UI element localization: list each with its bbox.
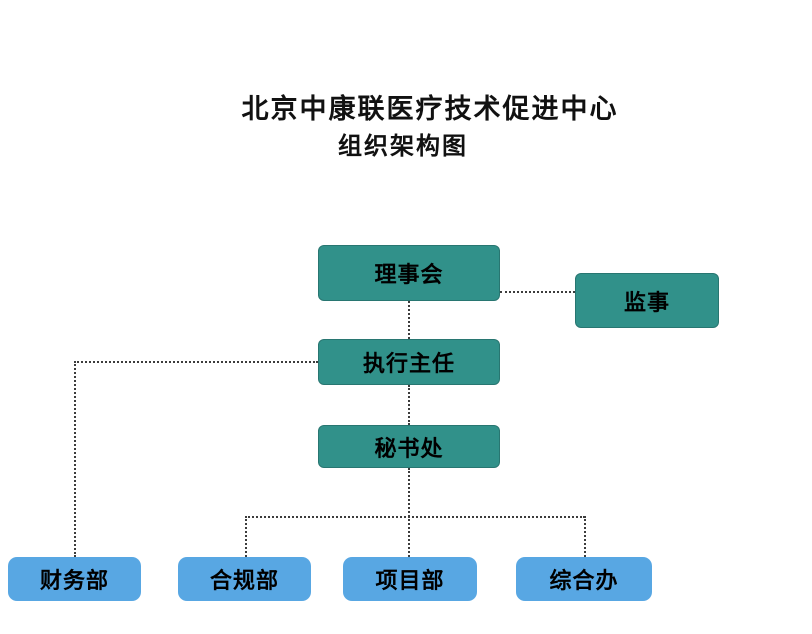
node-executive-director: 执行主任 [318, 339, 500, 385]
connector-bottom-rail [245, 516, 585, 518]
connector-secretariat-to-project [408, 468, 410, 557]
chart-title: 北京中康联医疗技术促进中心 组织架构图 [48, 92, 812, 162]
node-board-of-directors: 理事会 [318, 245, 500, 301]
node-finance-dept: 财务部 [8, 557, 141, 601]
node-general-office: 综合办 [516, 557, 652, 601]
node-project-dept: 项目部 [343, 557, 477, 601]
connector-down-to-finance [74, 361, 76, 557]
node-supervisor: 监事 [575, 273, 719, 328]
connector-executive-director-left-arm [74, 361, 318, 363]
node-secretariat: 秘书处 [318, 425, 500, 468]
chart-title-line1: 北京中康联医疗技术促进中心 [241, 94, 619, 124]
connector-executive-director-to-secretariat [408, 385, 410, 425]
connector-rail-to-general-office [584, 516, 586, 557]
connector-rail-to-compliance [245, 516, 247, 557]
chart-title-line2: 组织架构图 [338, 133, 468, 160]
node-compliance-dept: 合规部 [178, 557, 311, 601]
connector-board-to-executive-director [408, 301, 410, 339]
connector-board-to-supervisor [500, 291, 575, 293]
